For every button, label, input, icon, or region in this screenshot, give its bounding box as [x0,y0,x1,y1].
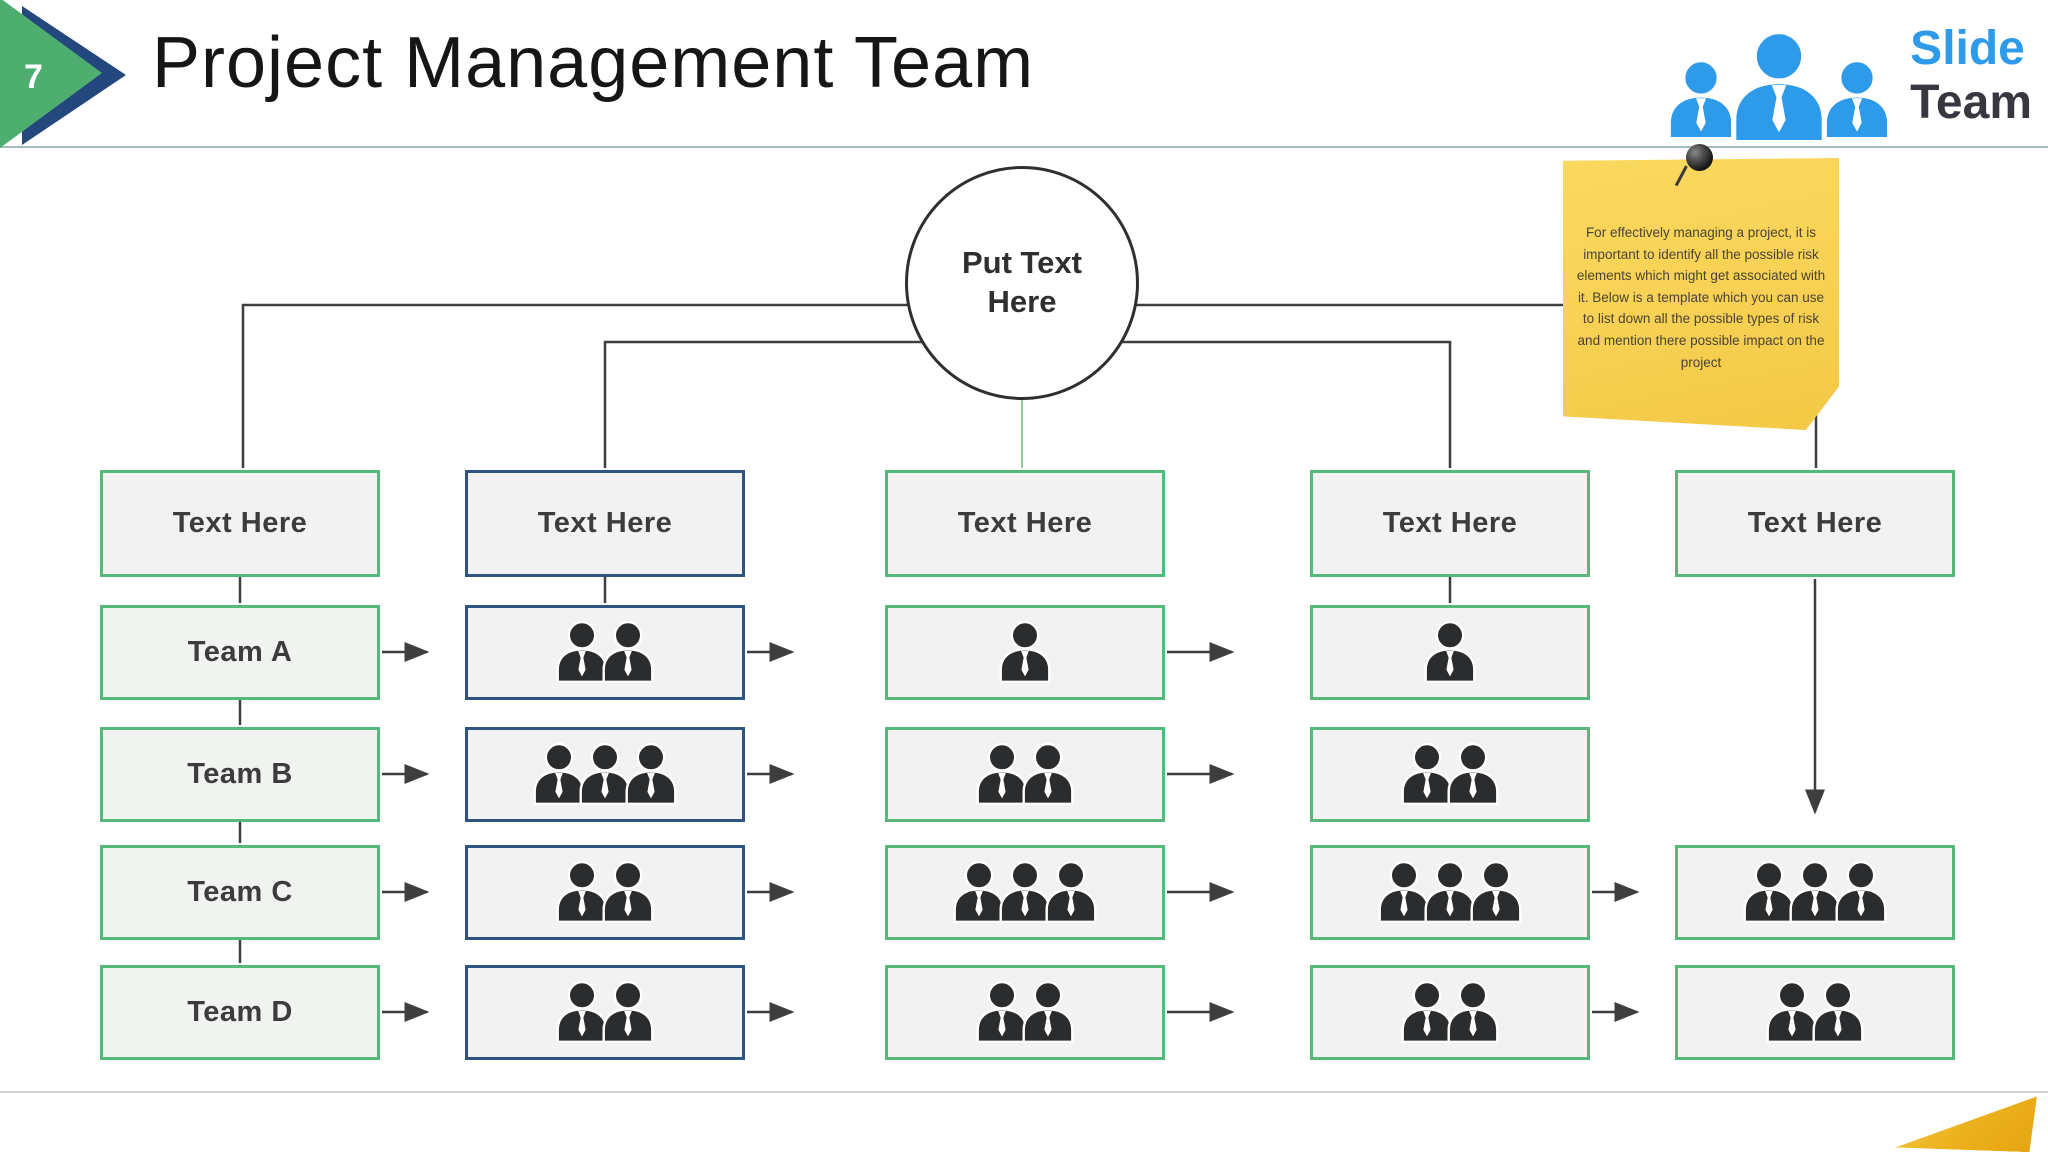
people-box [465,845,745,940]
person-icon [618,742,684,808]
person-icon [1015,980,1081,1046]
page-arrow-green-shape [0,0,102,148]
team-label: Team A [187,636,293,668]
team-label: Team C [187,876,293,908]
people-group [559,968,651,1057]
people-box [885,965,1165,1060]
slide-title: Project Management Team [152,23,1035,103]
logo-word-slide: Slide [1910,22,2025,75]
people-group [536,730,674,819]
people-box [1310,965,1590,1060]
people-box [1310,845,1590,940]
root-node-label: Put Text Here [962,245,1082,319]
page-number: 7 [24,58,43,96]
column-header-label: Text Here [957,507,1093,539]
column-5-header: Text Here [1675,470,1955,577]
person-icon [1718,28,1840,150]
people-group [1404,968,1496,1057]
page-number-arrow: 7 [0,0,126,148]
people-group [1746,848,1884,937]
people-box [1675,965,1955,1060]
people-box [465,965,745,1060]
slideteam-logo: Slide Team [1658,6,2032,146]
people-box [885,845,1165,940]
sticky-note-text: For effectively managing a project, it i… [1576,225,1826,370]
pushpin-icon [1674,144,1726,194]
people-group [559,848,651,937]
column-header-label: Text Here [1382,507,1518,539]
people-box [465,727,745,822]
people-box [1675,845,1955,940]
team-label: Team D [187,996,293,1028]
team-a-box: Team A [100,605,380,700]
people-group [1002,608,1048,697]
person-icon [595,620,661,686]
logo-word-team: Team [1910,75,2032,129]
column-4-header: Text Here [1310,470,1590,577]
people-box [465,605,745,700]
column-1-header: Text Here [100,470,380,577]
person-icon [1805,980,1871,1046]
people-group [1381,848,1519,937]
people-group [1404,730,1496,819]
person-icon [595,980,661,1046]
person-icon [1440,980,1506,1046]
people-box [1310,727,1590,822]
column-3-header: Text Here [885,470,1165,577]
team-label: Team B [187,758,293,790]
column-2-header: Text Here [465,470,745,577]
column-header-label: Text Here [172,507,308,539]
sticky-note: For effectively managing a project, it i… [1563,158,1839,430]
person-icon [992,620,1058,686]
person-icon [1417,620,1483,686]
root-node: Put Text Here [905,166,1139,400]
person-icon [1440,742,1506,808]
column-header-label: Text Here [1747,507,1883,539]
person-icon [1038,860,1104,926]
person-icon [595,860,661,926]
person-icon [1828,860,1894,926]
team-b-box: Team B [100,727,380,822]
people-group [956,848,1094,937]
people-group [1427,608,1473,697]
people-box [1310,605,1590,700]
people-box [885,727,1165,822]
people-group [559,608,651,697]
team-d-box: Team D [100,965,380,1060]
people-box [885,605,1165,700]
people-group [979,968,1071,1057]
logo-people-icon [1658,6,1900,146]
column-header-label: Text Here [537,507,673,539]
person-icon [1015,742,1081,808]
logo-text: Slide Team [1910,22,2032,130]
person-icon [1463,860,1529,926]
footer-divider [0,1091,2048,1093]
header-divider [0,146,2048,148]
people-group [1769,968,1861,1057]
team-c-box: Team C [100,845,380,940]
people-group [979,730,1071,819]
